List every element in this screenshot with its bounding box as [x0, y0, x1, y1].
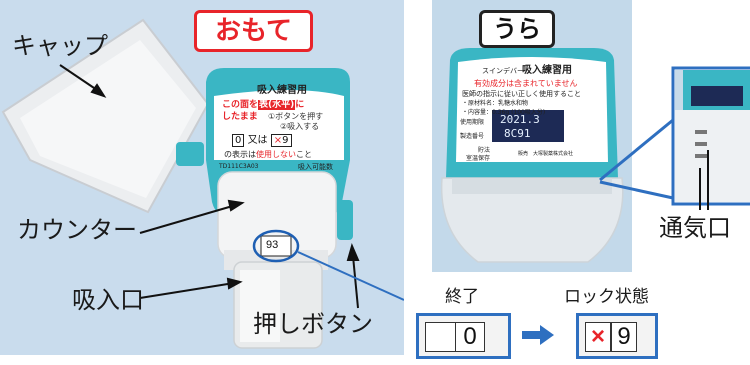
- cap-highlight: [20, 40, 196, 198]
- front-label-highlight: 表(水平): [258, 100, 296, 110]
- front-label-step-2: ②吸入する: [280, 122, 320, 131]
- front-label-note-red: 使用しない: [256, 150, 296, 159]
- push-button-shape: [337, 200, 353, 240]
- finished-counter-display: 0: [416, 313, 511, 359]
- front-label-zero: 0: [232, 134, 245, 147]
- back-label-lot-value: 8C91: [504, 127, 531, 140]
- back-label-material: ・原材料名：乳糖水和物: [462, 100, 529, 107]
- front-label-red-2: に: [295, 100, 305, 110]
- front-label-possible-count: 吸入可能数: [298, 163, 333, 171]
- front-label-red-1: この面を: [222, 100, 259, 110]
- vent-label: 通気口: [659, 214, 731, 242]
- back-label-instruction: 医師の指示に従い正しく使用すること: [462, 90, 581, 98]
- front-label-instruction-line-1: この面を表(水平)に: [222, 100, 305, 110]
- push-button-label: 押しボタン: [253, 310, 373, 338]
- cap-label: キャップ: [12, 32, 108, 60]
- locked-counter-digit: 9: [611, 322, 637, 352]
- back-label-lot-label: 製造番号: [460, 133, 485, 140]
- back-label-expiry-label: 使用期限: [460, 119, 485, 126]
- back-label-storage-2: 室温保存: [466, 155, 491, 162]
- front-label-note: の表示は使用しないこと: [224, 151, 312, 159]
- front-label-note-2: こと: [296, 150, 312, 159]
- locked-counter-x-mark: ×: [585, 322, 611, 352]
- front-side-badge: おもて: [194, 10, 313, 52]
- front-label-step-1: ①ボタンを押す: [268, 112, 324, 121]
- back-label-storage-1: 貯法: [478, 147, 491, 154]
- front-label-note-1: の表示は: [224, 150, 256, 159]
- front-label-red-3: したまま: [222, 112, 258, 122]
- back-device-illustration: [440, 48, 624, 263]
- back-label-title: 吸入練習用: [522, 65, 572, 76]
- finished-state-label: 終了: [445, 287, 479, 307]
- front-label-title: 吸入練習用: [257, 85, 307, 96]
- front-label-code: TD111C3A03: [219, 163, 259, 170]
- front-label-digit-row: 0 又は ×9: [232, 134, 292, 147]
- finished-counter-left-cell: [425, 322, 455, 352]
- back-label-maker: 販売 大塚製薬株式会社: [518, 151, 574, 157]
- front-label-nine-box: ×9: [270, 134, 292, 147]
- front-photo-panel: 吸入練習用 この面を表(水平)に したまま ①ボタンを押す ②吸入する 0 又は…: [0, 0, 404, 355]
- back-label-expiry-value: 2021.3: [500, 113, 540, 126]
- back-label-warning: 有効成分は含まれていません: [474, 79, 578, 88]
- front-device-illustration: [1, 18, 404, 349]
- vent-zoom-illustration: [675, 70, 750, 202]
- locked-counter-display: × 9: [576, 313, 658, 359]
- counter-label: カウンター: [17, 216, 137, 244]
- back-label-content: ・内容量：0.36g (100吸入分): [462, 109, 546, 116]
- finished-counter-digit: 0: [455, 322, 485, 352]
- vent-zoom-panel: [675, 70, 750, 202]
- back-label-brand: スインデバー: [482, 67, 524, 75]
- front-label-x-mark: ×: [273, 135, 283, 146]
- front-label-nine: 9: [282, 135, 289, 146]
- counter-window-value: 93: [266, 239, 279, 251]
- counter-highlight-ellipse: [252, 229, 300, 263]
- back-side-badge: うら: [479, 10, 555, 48]
- locked-state-label: ロック状態: [564, 287, 649, 307]
- front-label-or: 又は: [247, 135, 268, 146]
- mouthpiece-label: 吸入口: [72, 286, 144, 314]
